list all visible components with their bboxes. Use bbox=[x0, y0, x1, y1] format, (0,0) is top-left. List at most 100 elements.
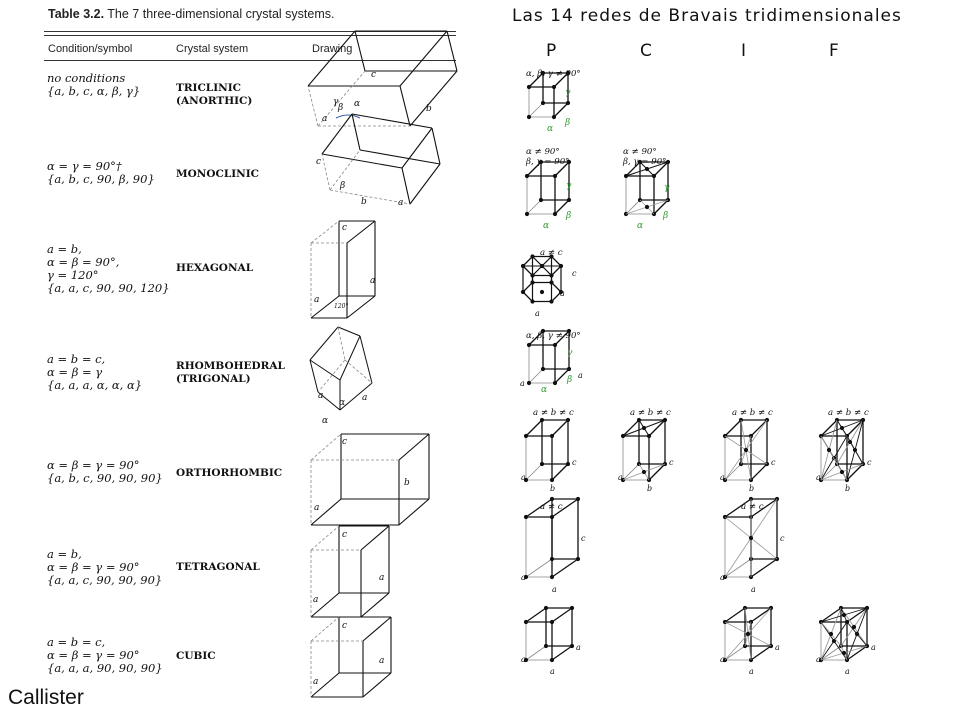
edge-label-a2: a bbox=[550, 667, 555, 676]
lattice-point bbox=[539, 461, 545, 467]
edge bbox=[360, 525, 390, 551]
lattice-point bbox=[552, 380, 558, 386]
edge-label-a2: a bbox=[535, 309, 540, 318]
system-line: HEXAGONAL bbox=[176, 262, 254, 274]
edge bbox=[309, 359, 341, 381]
lattice-point bbox=[540, 100, 546, 106]
crystal-system-name: ORTHORHOMBIC bbox=[176, 467, 282, 480]
edge-label-c: c bbox=[669, 458, 674, 467]
lattice-point bbox=[549, 273, 554, 278]
edge-label-a: a bbox=[520, 379, 525, 388]
edge bbox=[359, 149, 441, 165]
edge bbox=[554, 161, 570, 177]
angle-label: α bbox=[637, 221, 643, 231]
edge bbox=[401, 167, 411, 205]
edge bbox=[351, 113, 361, 151]
edge bbox=[846, 419, 864, 437]
edge bbox=[310, 295, 340, 319]
edge bbox=[648, 463, 666, 481]
lattice-label-line: a ≠ c bbox=[741, 502, 764, 512]
edge bbox=[401, 127, 433, 169]
edge bbox=[653, 199, 669, 215]
header-system: Crystal system bbox=[176, 43, 249, 55]
body-center-point bbox=[745, 631, 751, 637]
lattice-point bbox=[552, 173, 558, 179]
edge-label-a: a bbox=[318, 391, 323, 401]
angle-label: γ bbox=[664, 183, 670, 193]
edge bbox=[750, 645, 772, 661]
edge bbox=[648, 419, 666, 437]
lattice-point bbox=[530, 273, 535, 278]
hidden-edge bbox=[321, 153, 331, 191]
lattice-label-line: a ≠ b ≠ c bbox=[732, 408, 773, 418]
edge-label-a: a bbox=[618, 473, 623, 482]
lattice-point bbox=[558, 289, 564, 295]
lattice-point bbox=[569, 643, 575, 649]
lattice-label-line: α ≠ 90° bbox=[623, 147, 657, 157]
edge bbox=[551, 645, 573, 661]
system-line: CUBIC bbox=[176, 650, 216, 662]
edge-label-a2: a bbox=[379, 573, 384, 583]
system-line: TRICLINIC bbox=[176, 82, 241, 94]
edge-label-a2: a bbox=[845, 667, 850, 676]
hex-edge bbox=[522, 256, 533, 267]
edge bbox=[310, 498, 342, 526]
edge bbox=[307, 30, 356, 87]
lattice-point bbox=[549, 574, 555, 580]
hidden-edge bbox=[528, 102, 544, 118]
edge bbox=[553, 72, 569, 88]
lattice-point bbox=[538, 159, 544, 165]
edge bbox=[354, 30, 366, 72]
edge-label-c: c bbox=[771, 458, 776, 467]
edge bbox=[346, 220, 376, 244]
condition-cell: α = β = γ = 90°{a, b, c, 90, 90, 90} bbox=[47, 459, 163, 485]
edge-label-a3: a bbox=[871, 643, 876, 652]
edge-label-a2: a bbox=[362, 393, 367, 403]
edge-label-a: a bbox=[313, 677, 318, 687]
face-center-point bbox=[644, 204, 650, 210]
table-rule-top-2 bbox=[44, 35, 456, 36]
lattice-point bbox=[549, 496, 555, 502]
lattice-point bbox=[565, 100, 571, 106]
lattice-point bbox=[526, 342, 532, 348]
edge-label-b: b bbox=[426, 104, 432, 114]
edge bbox=[622, 419, 640, 437]
edge-label-a: a bbox=[720, 655, 725, 664]
lattice-label-line: α, β, γ ≠ 90° bbox=[526, 69, 581, 79]
lattice-point bbox=[566, 197, 572, 203]
lattice-label-line: α, β, γ ≠ 90° bbox=[526, 331, 581, 341]
hidden-edge bbox=[310, 433, 342, 461]
condition-cell: a = b,α = β = γ = 90°{a, a, c, 90, 90, 9… bbox=[47, 548, 162, 587]
edge bbox=[846, 645, 868, 661]
system-line: (TRIGONAL) bbox=[176, 373, 251, 385]
lattice-point bbox=[538, 197, 544, 203]
lattice-point bbox=[523, 514, 529, 520]
edge-label-a2: a bbox=[379, 656, 384, 666]
lattice-label-tetragonal: a ≠ c bbox=[540, 502, 563, 513]
edge bbox=[750, 463, 768, 481]
crystal-system-name: TETRAGONAL bbox=[176, 561, 260, 574]
hex-edge bbox=[522, 265, 533, 276]
edge bbox=[528, 72, 544, 88]
hex-center-point bbox=[539, 263, 545, 269]
lattice-point bbox=[520, 289, 526, 295]
face-center-point bbox=[839, 469, 845, 475]
hidden-edge bbox=[344, 359, 373, 384]
edge bbox=[431, 127, 441, 165]
edge bbox=[362, 616, 392, 642]
crystal-system-name: TRICLINIC(ANORTHIC) bbox=[176, 82, 252, 108]
edge bbox=[551, 463, 569, 481]
condition-line: α = β = γ bbox=[47, 365, 103, 379]
hex-edge bbox=[522, 282, 533, 293]
lattice-point bbox=[540, 70, 546, 76]
column-label-i: I bbox=[741, 41, 747, 61]
lattice-point bbox=[549, 477, 555, 483]
condition-line: α = β = 90°, bbox=[47, 255, 120, 269]
edge bbox=[321, 113, 353, 155]
condition-line: a = b = c, bbox=[47, 352, 106, 366]
edge bbox=[724, 607, 746, 623]
edge-label-c: c bbox=[342, 223, 347, 233]
condition-line: α = γ = 90°† bbox=[47, 159, 122, 173]
system-line: RHOMBOHEDRAL bbox=[176, 360, 285, 372]
